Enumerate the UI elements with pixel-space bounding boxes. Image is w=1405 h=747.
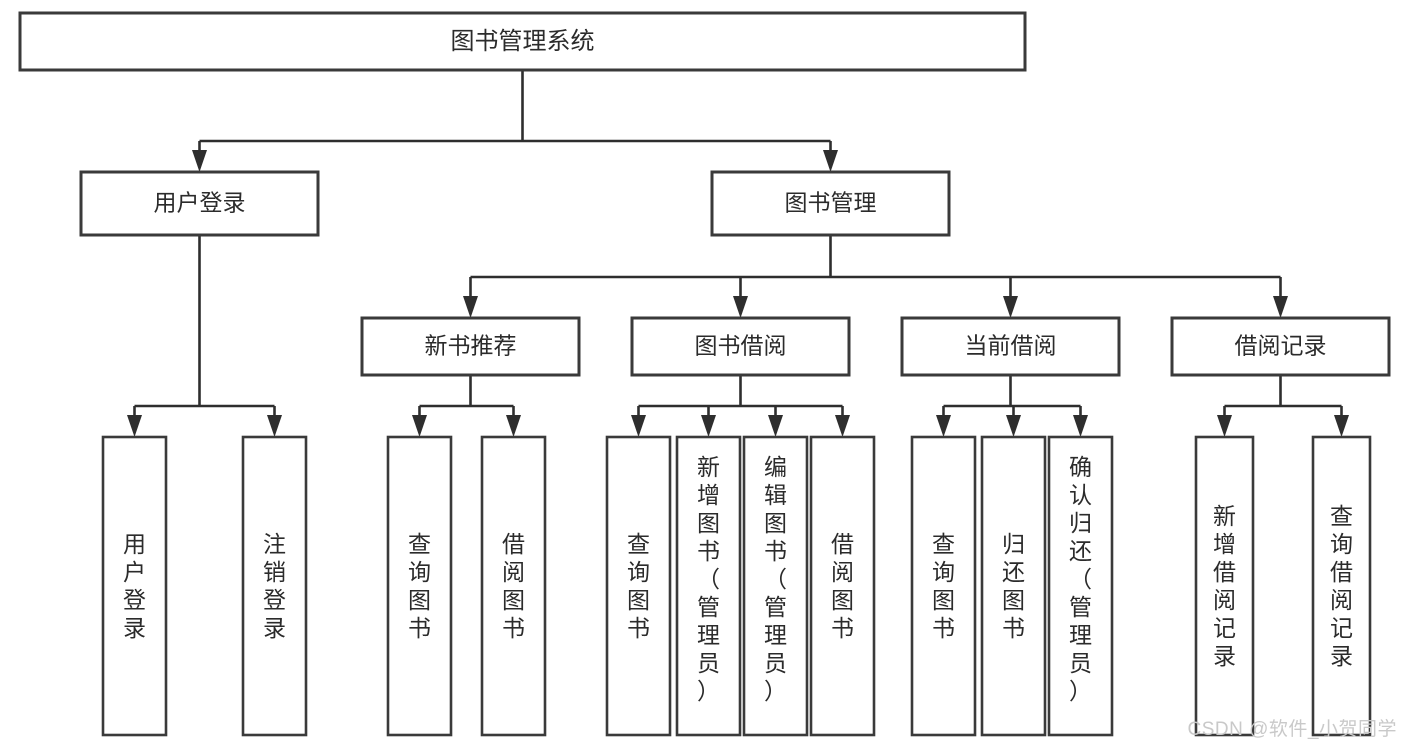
connector-layer <box>127 70 1349 437</box>
connector-group-new-book-recommend <box>412 375 521 437</box>
watermark-text: CSDN @软件_小贺同学 <box>1187 719 1397 740</box>
node-label-leaf-query-book-2: 查询图书 <box>627 531 650 641</box>
node-label-leaf-borrow-book-2: 借阅图书 <box>831 531 854 641</box>
connector-group-book-borrow <box>631 375 850 437</box>
node-new-book-recommend[interactable]: 新书推荐 <box>360 316 581 377</box>
node-label-leaf-edit-book: 编辑图书（管理员） <box>764 454 787 704</box>
node-box-borrow-record[interactable] <box>1170 316 1391 377</box>
node-box-leaf-user-logout[interactable] <box>241 435 308 737</box>
node-box-leaf-confirm-return[interactable] <box>1047 435 1114 737</box>
node-label-leaf-user-login: 用户登录 <box>123 531 146 641</box>
node-borrow-record[interactable]: 借阅记录 <box>1170 316 1391 377</box>
node-box-leaf-borrow-book-1[interactable] <box>480 435 547 737</box>
node-box-leaf-add-book[interactable] <box>675 435 742 737</box>
node-leaf-query-book-3[interactable]: 查询图书 <box>910 435 977 737</box>
node-book-manage[interactable]: 图书管理 <box>710 170 951 237</box>
node-leaf-query-book-2[interactable]: 查询图书 <box>605 435 672 737</box>
node-leaf-query-book-1[interactable]: 查询图书 <box>386 435 453 737</box>
node-box-new-book-recommend[interactable] <box>360 316 581 377</box>
node-book-borrow[interactable]: 图书借阅 <box>630 316 851 377</box>
connector-group-root <box>192 70 838 172</box>
node-box-user-login[interactable] <box>79 170 320 237</box>
node-label-leaf-add-record: 新增借阅记录 <box>1213 503 1236 669</box>
node-leaf-borrow-book-2[interactable]: 借阅图书 <box>809 435 876 737</box>
node-box-leaf-query-record[interactable] <box>1311 435 1372 737</box>
node-label-leaf-add-book: 新增图书（管理员） <box>697 454 720 704</box>
node-box-book-borrow[interactable] <box>630 316 851 377</box>
node-box-leaf-user-login[interactable] <box>101 435 168 737</box>
node-leaf-confirm-return[interactable]: 确认归还（管理员） <box>1047 435 1114 737</box>
node-box-current-borrow[interactable] <box>900 316 1121 377</box>
node-box-leaf-edit-book[interactable] <box>742 435 809 737</box>
node-box-book-manage[interactable] <box>710 170 951 237</box>
connector-group-user-login <box>127 235 282 437</box>
node-label-leaf-query-book-3: 查询图书 <box>932 531 955 641</box>
node-box-leaf-query-book-2[interactable] <box>605 435 672 737</box>
node-label-new-book-recommend: 新书推荐 <box>425 333 517 359</box>
node-root[interactable]: 图书管理系统 <box>18 11 1027 72</box>
node-box-leaf-query-book-3[interactable] <box>910 435 977 737</box>
node-label-current-borrow: 当前借阅 <box>965 333 1057 359</box>
node-user-login[interactable]: 用户登录 <box>79 170 320 237</box>
node-leaf-user-login[interactable]: 用户登录 <box>101 435 168 737</box>
connector-group-borrow-record <box>1217 375 1349 437</box>
node-leaf-add-record[interactable]: 新增借阅记录 <box>1194 435 1255 737</box>
node-label-book-manage: 图书管理 <box>785 190 877 216</box>
node-leaf-return-book[interactable]: 归还图书 <box>980 435 1047 737</box>
node-label-leaf-confirm-return: 确认归还（管理员） <box>1069 454 1092 704</box>
node-label-leaf-query-book-1: 查询图书 <box>408 531 431 641</box>
node-leaf-user-logout[interactable]: 注销登录 <box>241 435 308 737</box>
node-leaf-borrow-book-1[interactable]: 借阅图书 <box>480 435 547 737</box>
connector-group-book-manage <box>463 235 1288 318</box>
node-label-user-login: 用户登录 <box>154 190 246 216</box>
node-label-leaf-query-record: 查询借阅记录 <box>1330 503 1353 669</box>
node-label-book-borrow: 图书借阅 <box>695 333 787 359</box>
node-box-leaf-query-book-1[interactable] <box>386 435 453 737</box>
node-box-leaf-add-record[interactable] <box>1194 435 1255 737</box>
node-box-leaf-return-book[interactable] <box>980 435 1047 737</box>
node-leaf-query-record[interactable]: 查询借阅记录 <box>1311 435 1372 737</box>
node-label-borrow-record: 借阅记录 <box>1235 333 1327 359</box>
node-box-root[interactable] <box>18 11 1027 72</box>
node-current-borrow[interactable]: 当前借阅 <box>900 316 1121 377</box>
node-leaf-add-book[interactable]: 新增图书（管理员） <box>675 435 742 737</box>
node-leaf-edit-book[interactable]: 编辑图书（管理员） <box>742 435 809 737</box>
node-label-leaf-user-logout: 注销登录 <box>263 531 286 641</box>
node-label-leaf-borrow-book-1: 借阅图书 <box>502 531 525 641</box>
node-label-leaf-return-book: 归还图书 <box>1002 531 1025 641</box>
connector-group-current-borrow <box>936 375 1088 437</box>
node-layer: 图书管理系统用户登录图书管理新书推荐图书借阅当前借阅借阅记录用户登录注销登录查询… <box>18 11 1391 737</box>
node-label-root: 图书管理系统 <box>451 28 595 55</box>
node-box-leaf-borrow-book-2[interactable] <box>809 435 876 737</box>
